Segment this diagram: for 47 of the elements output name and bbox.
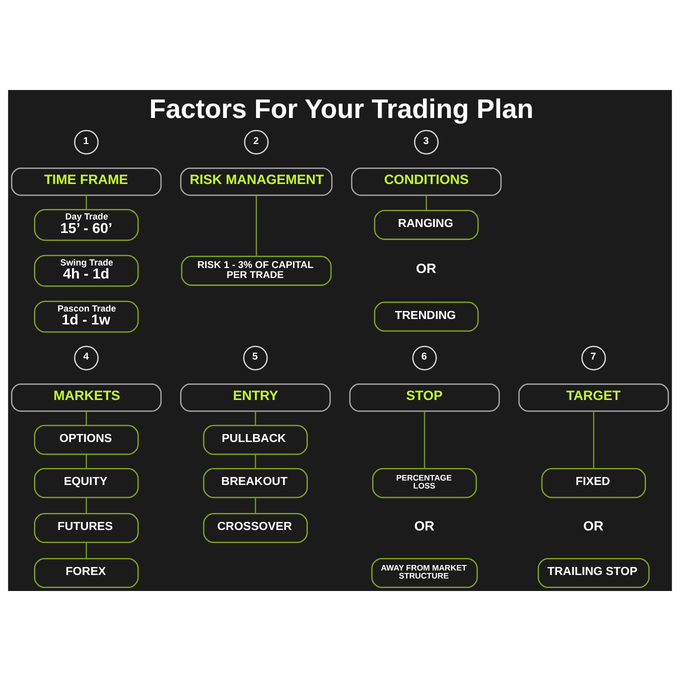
connector bbox=[86, 410, 87, 425]
node-circle: 6 bbox=[412, 345, 437, 370]
node-box: FOREX bbox=[34, 558, 139, 588]
node-box: AWAY FROM MARKET STRUCTURE bbox=[371, 558, 478, 588]
node-box: TARGET bbox=[518, 383, 669, 412]
node-box: EQUITY bbox=[34, 468, 139, 498]
connector bbox=[424, 410, 426, 468]
connector bbox=[254, 410, 256, 425]
node-box: Day Trade 15’ - 60’ bbox=[34, 208, 139, 240]
node-box: FUTURES bbox=[34, 512, 139, 543]
node-box: TIME FRAME bbox=[11, 167, 162, 196]
connector bbox=[256, 195, 257, 256]
node-box: TRAILING STOP bbox=[538, 558, 650, 588]
node-circle: 2 bbox=[244, 129, 269, 154]
connector bbox=[593, 410, 594, 468]
node-box: MARKETS bbox=[11, 383, 162, 412]
connector bbox=[426, 194, 427, 210]
connector bbox=[86, 194, 87, 209]
node-box: Swing Trade 4h - 1d bbox=[34, 254, 139, 286]
node-circle: 3 bbox=[414, 129, 439, 154]
node-box: STOP bbox=[349, 383, 500, 412]
node-box: RISK 1 - 3% OF CAPITAL PER TRADE bbox=[181, 255, 332, 286]
node-box: ENTRY bbox=[180, 383, 331, 412]
node-circle: 5 bbox=[243, 345, 268, 370]
node-box: RANGING bbox=[374, 209, 479, 240]
node-circle: 4 bbox=[74, 345, 99, 370]
node-box: TRENDING bbox=[374, 301, 479, 332]
connector bbox=[86, 454, 87, 468]
connector bbox=[86, 497, 87, 513]
label: OR bbox=[414, 518, 434, 533]
diagram-title: Factors For Your Trading Plan bbox=[149, 93, 534, 124]
node-box: BREAKOUT bbox=[203, 468, 308, 498]
node-box: CONDITIONS bbox=[351, 167, 502, 196]
node-box: FIXED bbox=[541, 468, 646, 498]
node-circle: 1 bbox=[74, 129, 99, 154]
connector bbox=[254, 497, 256, 513]
node-box: RISK MANAGEMENT bbox=[180, 167, 333, 196]
node-circle: 7 bbox=[581, 345, 606, 370]
node-box: Pascon Trade 1d - 1w bbox=[34, 300, 139, 332]
node-box: CROSSOVER bbox=[203, 512, 308, 543]
node-box: PULLBACK bbox=[203, 424, 308, 454]
connector bbox=[254, 454, 256, 468]
node-box: OPTIONS bbox=[34, 424, 139, 454]
label: OR bbox=[583, 518, 604, 533]
connector bbox=[86, 542, 87, 558]
label: OR bbox=[416, 260, 436, 276]
node-box: PERCENTAGE LOSS bbox=[372, 468, 477, 498]
